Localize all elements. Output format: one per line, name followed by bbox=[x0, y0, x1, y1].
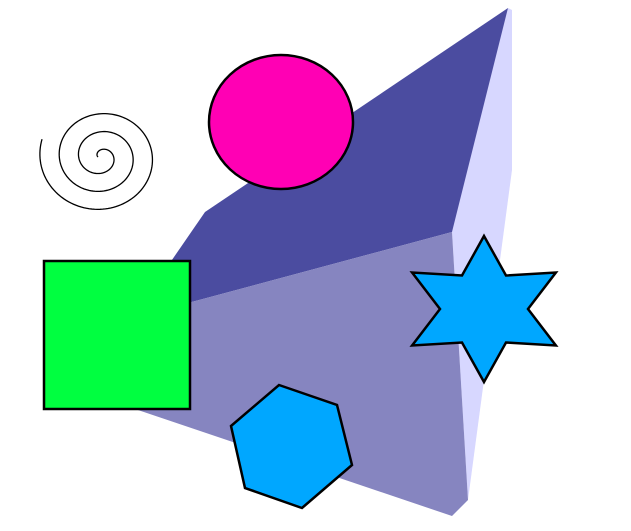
prism-side-face bbox=[132, 232, 468, 516]
spiral-icon bbox=[39, 113, 154, 210]
star-shape bbox=[409, 233, 559, 385]
circle-shape bbox=[207, 53, 355, 191]
hexagon-shape bbox=[229, 383, 354, 510]
square-shape bbox=[42, 259, 192, 411]
